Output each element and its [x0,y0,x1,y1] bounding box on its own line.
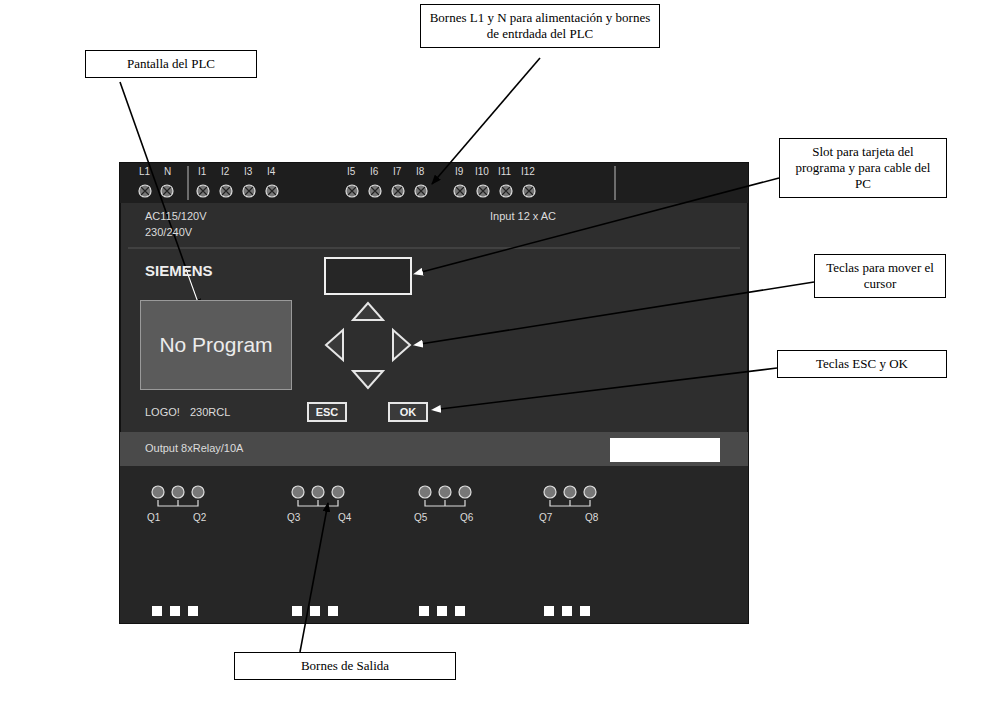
node-text: Pantalla del PLC [94,56,248,72]
terminal-label: Q4 [338,512,351,523]
device-marking: Output 8xRelay/10A [145,442,243,454]
callout-box: Teclas para mover el cursor [814,254,946,298]
terminal-label: I11 [498,166,511,177]
terminal-label: Q7 [539,512,552,523]
terminal-label: I2 [221,166,229,177]
terminal-label: I12 [521,166,535,177]
output-terminals [152,486,596,498]
terminal-label: I1 [198,166,206,177]
cursor-keys [326,303,410,388]
plc-housing [120,163,748,623]
input-terminals [139,185,535,197]
leader-line [300,503,328,652]
leader-line [432,368,777,410]
terminal-label: I4 [267,166,275,177]
ok-key: OK [388,402,428,422]
node-text: No Program [159,333,272,357]
device-marking: Input 12 x AC [490,210,556,222]
device-marking: SIEMENS [145,262,213,279]
terminal-label: Q3 [287,512,300,523]
leader-line [414,178,779,274]
node-text: ESC [316,406,339,418]
terminal-label: Q8 [585,512,598,523]
node-text: Teclas ESC y OK [786,356,938,372]
terminal-label: Q5 [414,512,427,523]
callout-box: Teclas ESC y OK [777,350,947,378]
node-text: Teclas para mover el cursor [823,260,937,292]
callout-box: Slot para tarjeta del programa y para ca… [779,138,947,198]
device-marking: 230RCL [190,406,230,418]
leader-line [432,58,540,184]
terminal-label: I8 [416,166,424,177]
terminal-markers [152,606,590,616]
esc-key: ESC [307,402,347,422]
device-marking: LOGO! [145,406,180,418]
callout-box: Bornes L1 y N para alimentación y bornes… [420,4,660,48]
terminal-label: Q2 [193,512,206,523]
device-marking: 230/240V [145,226,192,238]
terminal-label: I10 [475,166,489,177]
node-text: Bornes L1 y N para alimentación y bornes… [429,10,651,42]
device-marking: AC115/120V [145,210,207,222]
terminal-label: N [164,166,171,177]
terminal-label: Q6 [460,512,473,523]
output-band [120,432,748,466]
leader-line [414,282,814,345]
plc-display: No Program [140,300,292,390]
node-text: OK [400,406,417,418]
node-text: Slot para tarjeta del programa y para ca… [788,144,938,192]
terminal-label: I6 [370,166,378,177]
terminal-label: L1 [139,166,150,177]
input-terminal-strip [120,163,748,203]
terminal-label: I9 [455,166,463,177]
program-slot [325,258,411,294]
label-field [610,438,720,462]
terminal-label: Q1 [147,512,160,523]
node-text: Bornes de Salida [243,658,447,674]
callout-box: Bornes de Salida [234,652,456,680]
terminal-label: I5 [347,166,355,177]
terminal-label: I7 [393,166,401,177]
terminal-label: I3 [244,166,252,177]
callout-box: Pantalla del PLC [85,50,257,78]
